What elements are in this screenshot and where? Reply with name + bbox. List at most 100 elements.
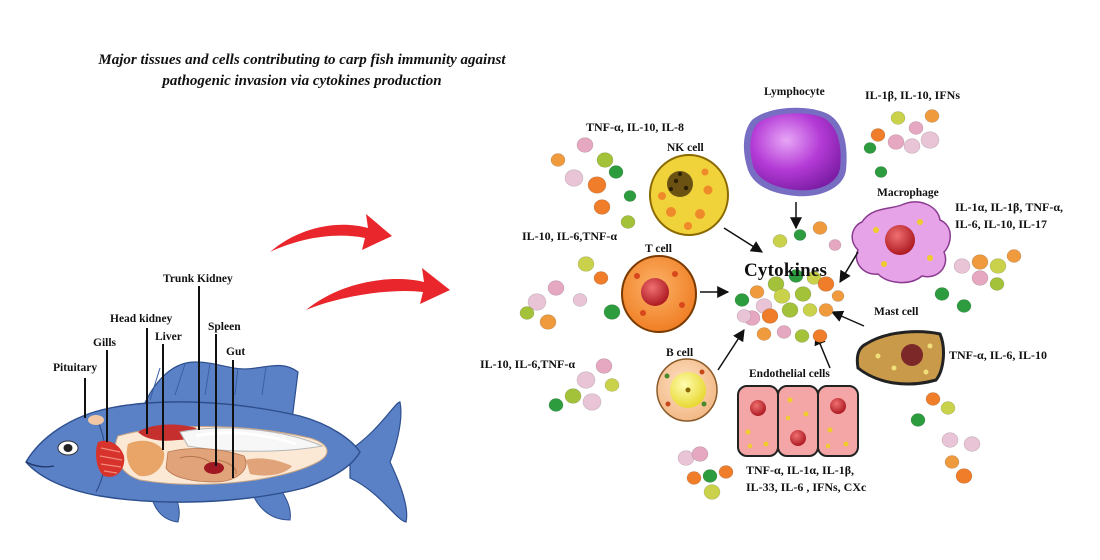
granule [595,358,613,374]
granule [776,325,792,339]
lymphocyte-cytokines: IL-1β, IL-10, IFNs [865,88,960,102]
granule [812,329,828,343]
cytokines-label: Cytokines [744,260,828,281]
granule [793,229,807,241]
granule [593,271,609,285]
macrophage-cytokines-line-2: IL-6, IL-10, IL-17 [955,217,1048,231]
granule [691,446,709,462]
head-kidney-label: Head kidney [110,313,173,325]
gut-label: Gut [226,346,246,358]
granule [593,199,611,215]
granule [576,371,596,389]
granule [749,285,765,299]
nk-cytokines: TNF-α, IL-10, IL-8 [586,120,685,134]
gills-label: Gills [93,337,117,349]
title-line-2: pathogenic invasion via cytokines produc… [162,73,442,89]
granule [924,109,940,123]
macrophage-label: Macrophage [877,187,939,199]
granule [806,271,822,285]
granule [940,401,956,415]
nk-cell-label: NK cell [667,142,704,154]
granule [703,484,721,500]
mast-cell [855,330,945,386]
granule [772,234,788,248]
granule [547,280,565,296]
granule [971,254,989,270]
granule [794,286,812,302]
granule [955,468,973,484]
b-cell [656,358,718,422]
liver-label: Liver [155,331,182,343]
granule [863,142,877,154]
endothelial-cytokines-line-2: IL-33, IL-6 , IFNs, CXc [746,480,867,494]
granule [934,287,950,301]
endothelial-cytokines-line-1: TNF-α, IL-1α, IL-1β, [746,463,855,477]
granule [903,138,921,154]
granule [519,306,535,320]
granule [910,413,926,427]
endothelial-label: Endothelial cells [749,368,830,380]
granule [989,258,1007,274]
granule [788,269,804,283]
granule [989,277,1005,291]
t-cell-cytokines: IL-10, IL-6,TNF-α [522,229,618,243]
b-cell-cytokines: IL-10, IL-6,TNF-α [480,357,576,371]
granule [564,388,582,404]
granule [971,270,989,286]
title-line-1: Major tissues and cells contributing to … [98,52,506,68]
granule [587,176,607,194]
granule [953,258,971,274]
trunk-kidney-label: Trunk Kidney [163,273,233,285]
b-cell-label: B cell [666,347,694,359]
fish-label-leaders [84,286,234,478]
cytokine-arrows [700,202,865,371]
granule [677,450,695,466]
granule [604,378,620,392]
granule [577,256,595,272]
granule [870,128,886,142]
granule [761,308,779,324]
granule [831,290,845,302]
granule [963,436,981,452]
macrophage-cytokines-line-1: IL-1α, IL-1β, TNF-α, [955,200,1064,214]
granule [539,314,557,330]
lymphocyte-cell [743,107,847,197]
granule [572,293,588,307]
granule [956,299,972,313]
granule [817,276,835,292]
granule [550,153,566,167]
granule [596,152,614,168]
cytokine-granules [519,109,1022,500]
granule [828,239,842,251]
granule [623,190,637,202]
red-arrow-icon [306,268,450,310]
mast-cell-label: Mast cell [874,306,919,318]
granule [734,293,750,307]
endothelial-cells [737,385,859,457]
granule [548,398,564,412]
page-title: Major tissues and cells contributing to … [44,50,560,92]
granule [920,131,940,149]
granule [812,221,828,235]
granule [686,471,702,485]
granule [718,465,734,479]
granule [874,166,888,178]
granule [582,393,602,411]
granule [527,293,547,311]
red-arrow-icon [270,214,392,252]
mast-cell-cytokines: TNF-α, IL-6, IL-10 [949,348,1048,362]
spleen-label: Spleen [208,321,241,333]
granule [781,302,799,318]
granule [608,165,624,179]
granule [773,288,791,304]
t-cell-label: T cell [645,243,672,255]
t-cell [621,255,697,333]
pituitary-label: Pituitary [53,362,98,374]
granule [944,455,960,469]
granule [818,303,834,317]
granule [794,329,810,343]
granule [908,121,924,135]
granule [890,111,906,125]
